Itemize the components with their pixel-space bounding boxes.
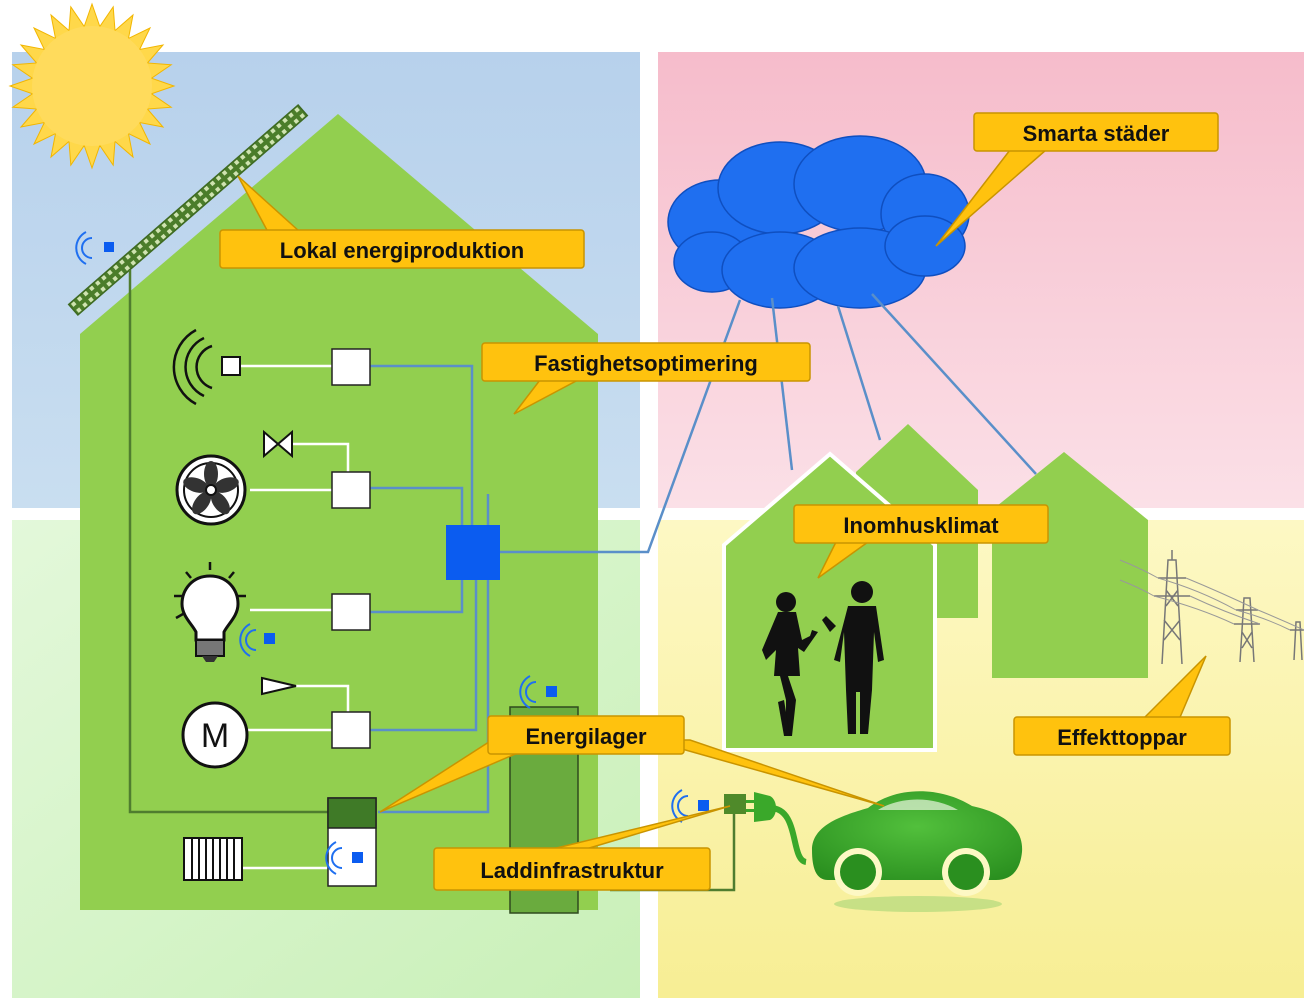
wireless-icon-solar <box>75 231 114 265</box>
callout-smart-cities-label: Smarta städer <box>1023 121 1170 146</box>
wireless-icon-cabinet <box>519 675 557 709</box>
callout-charging: Laddinfrastruktur <box>433 805 731 891</box>
control-box-2 <box>331 471 371 509</box>
electric-car-icon <box>812 791 1023 912</box>
solar-panel-icon <box>67 103 309 317</box>
motor-label: M <box>201 717 229 755</box>
callout-charging-label: Laddinfrastruktur <box>480 858 664 883</box>
callout-indoor-climate-label: Inomhusklimat <box>843 513 999 538</box>
power-tower-icon <box>1154 550 1304 665</box>
central-hub <box>446 525 500 580</box>
cloud-links <box>770 293 1037 475</box>
callout-smart-cities: Smarta städer <box>935 112 1219 247</box>
callout-indoor-climate: Inomhusklimat <box>793 504 1049 579</box>
callout-peak-power-label: Effekttoppar <box>1057 725 1187 750</box>
callout-energy-storage: Energilager <box>379 715 885 813</box>
callout-local-production: Lokal energiproduktion <box>219 175 585 269</box>
wireless-icon-battery <box>325 841 363 875</box>
callout-energy-storage-label: Energilager <box>525 724 646 749</box>
motor-icon <box>181 701 249 769</box>
sun-icon <box>8 2 176 170</box>
power-cable <box>128 270 328 814</box>
power-lines <box>1119 559 1304 631</box>
callout-property-optimization-label: Fastighetsoptimering <box>534 351 758 376</box>
control-box-3 <box>331 593 371 631</box>
charger-box <box>724 794 746 814</box>
wireless-icon-bulb <box>239 623 275 657</box>
sensor-icon <box>172 328 241 406</box>
horn-icon <box>261 676 297 696</box>
people-silhouette-icon <box>762 581 884 736</box>
light-bulb-icon <box>174 562 246 662</box>
callout-local-production-label: Lokal energiproduktion <box>280 238 524 263</box>
device-wiring <box>240 364 350 870</box>
power-cable-right <box>378 494 490 814</box>
valve-icon <box>263 429 293 459</box>
callout-peak-power: Effekttoppar <box>1013 655 1231 756</box>
cloud-icon <box>667 135 970 309</box>
fan-icon <box>175 454 247 526</box>
control-box-1 <box>331 348 371 386</box>
control-box-4 <box>331 711 371 749</box>
callout-property-optimization: Fastighetsoptimering <box>481 342 811 415</box>
charging-plug-icon <box>746 792 776 822</box>
car-cable <box>769 805 808 865</box>
radiator-icon <box>183 837 243 881</box>
